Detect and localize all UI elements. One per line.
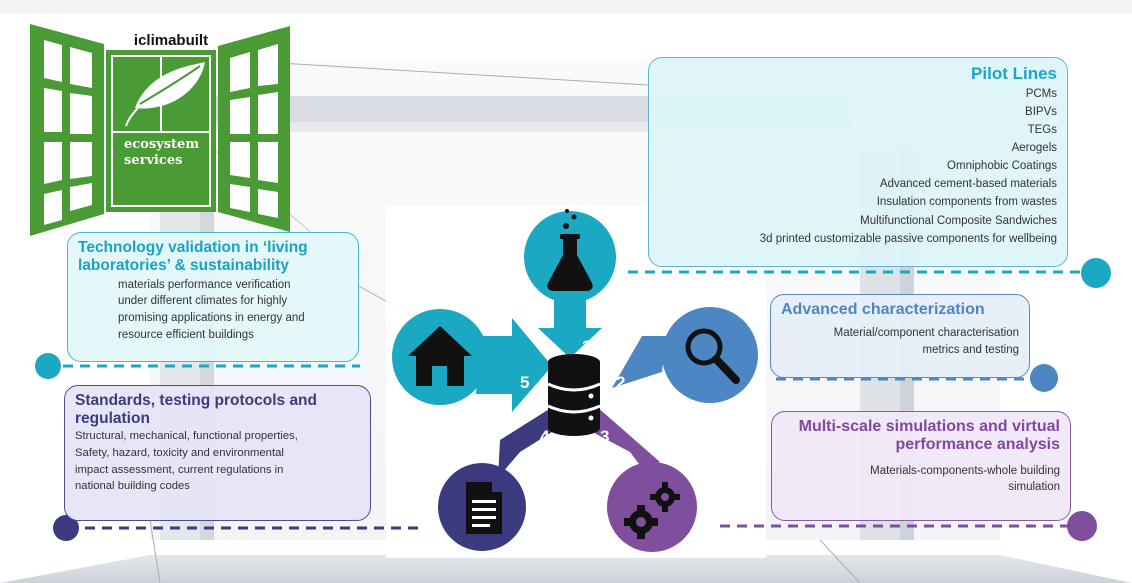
dot-multi (1067, 511, 1097, 541)
dot-adv (1030, 364, 1058, 392)
multiscale-line: Materials-components-whole building (870, 464, 1060, 477)
magnifier-icon (685, 328, 740, 384)
tech-validation-title: Technology validation in ‘living laborat… (78, 239, 348, 275)
brand-title: iclimabuilt (133, 32, 209, 49)
tech-validation-text: materials performance verification under… (78, 275, 348, 344)
pilot-lines-box: Pilot Lines PCMs BIPVs TEGs Aerogels Omn… (648, 57, 1068, 267)
spoke-1: 1 (524, 209, 616, 358)
pilot-line-item: Advanced cement-based materials (879, 178, 1057, 191)
left-shutter (30, 24, 104, 236)
advanced-characterization-line: Material/component characterisation (833, 327, 1019, 340)
standards-text: Structural, mechanical, functional prope… (75, 428, 360, 496)
tech-validation-title-line1: Technology validation in ‘living (78, 239, 308, 256)
spoke-3-arrow (584, 406, 660, 468)
pilot-line-item: Insulation components from wastes (876, 196, 1057, 209)
spoke-1-number: 1 (582, 337, 591, 356)
spoke-5: 5 (392, 309, 552, 412)
standards-title-line1: Standards, testing protocols and (75, 392, 317, 409)
pilot-line-item: 3d printed customizable passive componen… (759, 232, 1057, 245)
spoke-2-number: 2 (616, 373, 625, 392)
standards-line: Safety, hazard, toxicity and environment… (75, 446, 284, 459)
pilot-line-item: PCMs (1025, 87, 1057, 100)
flask-icon (547, 209, 593, 291)
dot-std (53, 515, 79, 541)
multiscale-line: simulation (1008, 481, 1060, 494)
dot-pilot (1081, 258, 1111, 288)
spoke-5-arrow (476, 318, 552, 412)
standards-title: Standards, testing protocols and regulat… (75, 392, 360, 428)
right-shutter (218, 26, 290, 232)
spoke-3-number: 3 (600, 427, 609, 446)
pilot-lines-title: Pilot Lines (971, 64, 1057, 83)
leaf-icon (125, 62, 205, 127)
window-logo (30, 24, 290, 236)
multiscale-title: Multi-scale simulations and virtual perf… (782, 418, 1060, 455)
standards-line: national building codes (75, 480, 190, 493)
pilot-line-item: BIPVs (1025, 105, 1057, 118)
spoke-4-arrow (498, 406, 554, 478)
spoke-3: 3 (584, 406, 697, 552)
top-rule (0, 0, 1132, 14)
advanced-characterization-box: Advanced characterization Material/compo… (770, 294, 1030, 378)
spoke-4-number: 4 (540, 427, 550, 446)
brand-service-line2: services (124, 152, 183, 168)
spoke-4: 4 (438, 406, 554, 551)
dot-tech (35, 353, 61, 379)
spoke-5-number: 5 (520, 373, 529, 392)
pilot-line-item: Multifunctional Composite Sandwiches (860, 214, 1057, 227)
advanced-characterization-text: Material/component characterisation metr… (781, 325, 1019, 358)
multiscale-text: Materials-components-whole building simu… (782, 463, 1060, 496)
document-icon (466, 482, 502, 534)
standards-title-line2: regulation (75, 409, 150, 427)
spoke-3-circle (607, 462, 697, 552)
multiscale-title-line1: Multi-scale simulations and virtual (798, 418, 1060, 435)
standards-box: Standards, testing protocols and regulat… (64, 385, 371, 521)
tech-validation-title-line2: laboratories’ & sustainability (78, 256, 290, 274)
tech-validation-line: resource efficient buildings (118, 328, 254, 341)
advanced-characterization-title: Advanced characterization (781, 301, 985, 318)
spoke-2: 2 (612, 307, 758, 403)
brand-service-line1: ecosystem (124, 137, 200, 152)
pilot-line-item: Omniphobic Coatings (947, 160, 1057, 173)
spoke-1-arrow (538, 296, 602, 358)
gears-icon (624, 482, 680, 539)
multiscale-box: Multi-scale simulations and virtual perf… (771, 411, 1071, 521)
pilot-lines-list: PCMs BIPVs TEGs Aerogels Omniphobic Coat… (659, 85, 1057, 248)
connector-lines (46, 270, 1092, 530)
database-icon (547, 354, 601, 436)
tech-validation-line: materials performance verification (118, 278, 291, 291)
house-icon (408, 326, 472, 386)
standards-line: Structural, mechanical, functional prope… (75, 429, 298, 442)
tech-validation-line: under different climates for highly (118, 295, 288, 308)
pilot-line-item: TEGs (1027, 123, 1057, 136)
spoke-2-arrow (612, 336, 670, 388)
tech-validation-box: Technology validation in ‘living laborat… (67, 232, 359, 362)
standards-line: impact assessment, current regulations i… (75, 463, 284, 476)
tech-validation-line: promising applications in energy and (118, 311, 305, 324)
pilot-line-item: Aerogels (1011, 142, 1057, 155)
spoke-2-circle (662, 307, 758, 403)
advanced-characterization-line: metrics and testing (922, 344, 1019, 357)
brand-service-text: ecosystem services (124, 137, 214, 168)
multiscale-title-line2: performance analysis (895, 436, 1060, 454)
